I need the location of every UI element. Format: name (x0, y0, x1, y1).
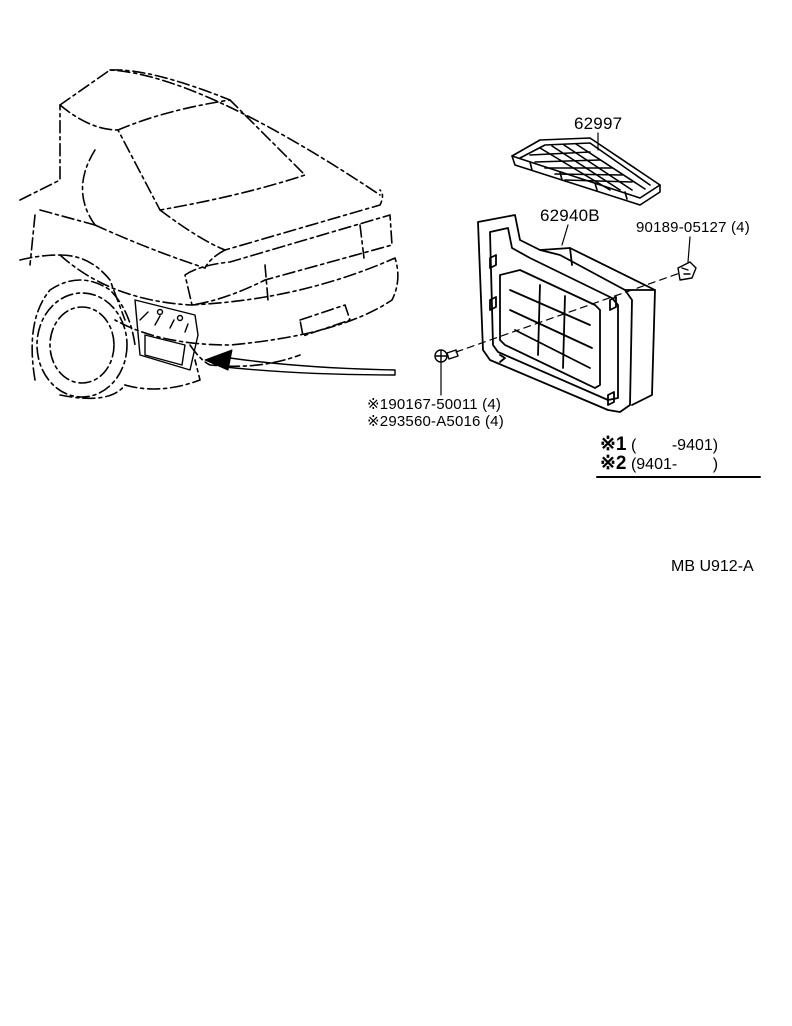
applicability-note-2: ※2 (9401- ) (600, 452, 718, 475)
label-93560-a5016: ※293560-A5016 (4) (367, 414, 504, 429)
screw-90167-93560 (434, 349, 459, 363)
label-90189-05127: 90189-05127 (4) (636, 219, 750, 236)
part-93560: 93560-A5016 (4) (388, 413, 504, 430)
applicability-note-1: ※1 ( -9401) (600, 433, 718, 456)
part-62940b-frame (477, 214, 656, 413)
label-62940b: 62940B (540, 206, 600, 225)
location-arrow (204, 349, 396, 376)
mark-1: ※1 (367, 396, 389, 413)
clip-90189-05127 (677, 261, 697, 281)
leader-lines (440, 132, 691, 396)
car-mounted-bracket (134, 299, 199, 371)
note-range-2: (9401- ) (630, 456, 719, 473)
diagram-reference: MB U912-A (671, 558, 754, 575)
label-90167-50011: ※190167-50011 (4) (367, 397, 501, 412)
note-range-1: ( -9401) (630, 437, 719, 454)
note-mark-2: ※2 (600, 453, 627, 474)
car-rear-illustration (19, 69, 399, 400)
part-62997-cover (511, 137, 661, 206)
part-90167: 90167-50011 (4) (388, 396, 502, 413)
label-62997: 62997 (574, 114, 623, 133)
mark-2: ※2 (367, 413, 389, 430)
note-mark-1: ※1 (600, 434, 627, 455)
